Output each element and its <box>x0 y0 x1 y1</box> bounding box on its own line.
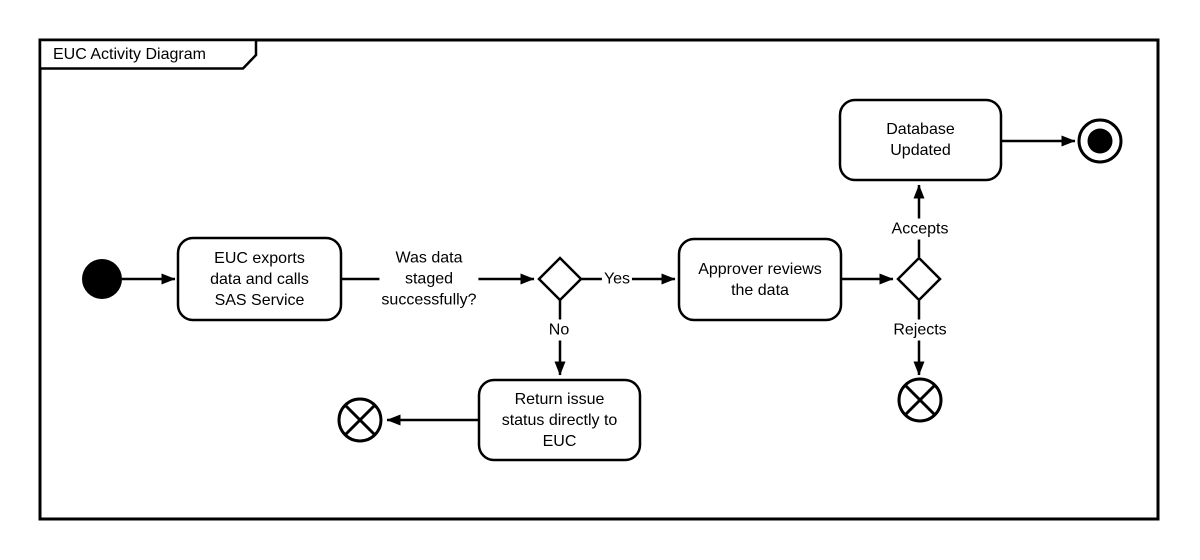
edge-label-yes: Yes <box>601 268 633 290</box>
task-database-updated[interactable] <box>838 98 1003 182</box>
task-euc-exports[interactable] <box>176 236 343 322</box>
task-return-issue[interactable] <box>477 378 642 462</box>
task-approver-reviews[interactable] <box>677 237 843 322</box>
start-event[interactable] <box>82 259 122 299</box>
frame-border <box>38 38 1160 521</box>
edge-label-accepts: Accepts <box>889 218 951 240</box>
edge-label-staged-question: Was data staged successfully? <box>379 247 479 311</box>
diagram-title: EUC Activity Diagram <box>53 46 206 63</box>
end-event-final[interactable] <box>1077 118 1123 164</box>
edge-label-rejects: Rejects <box>891 319 949 341</box>
cancel-end-event-right[interactable] <box>897 377 943 423</box>
cancel-end-event-left[interactable] <box>337 397 383 443</box>
frame-title-tab <box>38 38 258 70</box>
gateway-staged-decision[interactable] <box>537 256 583 302</box>
edge-label-no: No <box>546 319 572 341</box>
gateway-approval-decision[interactable] <box>896 256 942 302</box>
